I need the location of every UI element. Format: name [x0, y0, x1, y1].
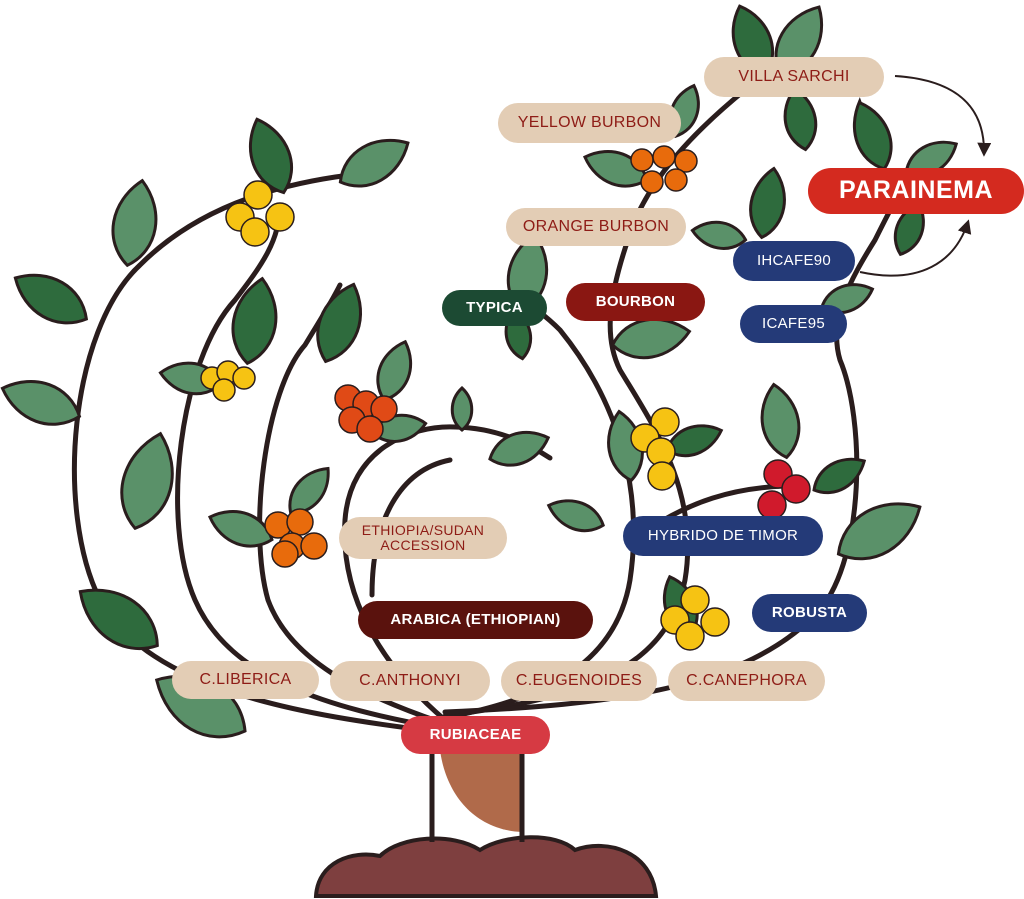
leaf	[231, 276, 278, 366]
label-icafe95: ICAFE95	[740, 305, 847, 343]
leaf	[376, 339, 413, 402]
label-c-eugenoides: C.EUGENOIDES	[501, 661, 657, 701]
berry-cluster-red	[757, 459, 811, 520]
stem-arabica	[342, 424, 553, 723]
leaf	[812, 457, 867, 495]
leaf	[207, 509, 274, 548]
leaf	[111, 178, 158, 268]
label-robusta: ROBUSTA	[752, 594, 867, 632]
berry-cluster-yellow-top	[225, 180, 295, 247]
leaf	[488, 430, 551, 467]
arrow-villa-to-parainema	[894, 75, 992, 157]
leaf	[783, 86, 818, 152]
leaf	[248, 117, 293, 195]
leaf	[450, 385, 474, 432]
label-c-canephora: C.CANEPHORA	[668, 661, 825, 701]
label-rubiaceae: RUBIACEAE	[401, 716, 550, 754]
label-hybrido-de-timor: HYBRIDO DE TIMOR	[623, 516, 823, 556]
berry-cluster-orange-bottom	[264, 508, 328, 568]
stem-ethiopia	[369, 457, 453, 598]
label-c-anthonyi: C.ANTHONYI	[330, 661, 490, 701]
stem-typica	[442, 297, 637, 721]
leaf	[0, 379, 82, 426]
leaf	[836, 502, 922, 561]
leaf	[120, 431, 174, 531]
label-ihcafe90: IHCAFE90	[733, 241, 855, 281]
leaf	[13, 273, 89, 325]
berry-cluster-yellow-bottom	[660, 585, 730, 651]
label-typica: TYPICA	[442, 290, 547, 326]
leaf	[546, 499, 605, 533]
leaf	[760, 382, 801, 460]
label-arabica-ethiopian: ARABICA (ETHIOPIAN)	[358, 601, 593, 639]
leaf	[852, 97, 893, 171]
label-villa-sarchi: VILLA SARCHI	[704, 57, 884, 97]
trunk	[440, 750, 522, 832]
leaf	[893, 201, 925, 257]
label-parainema: PARAINEMA	[808, 168, 1024, 214]
label-ethiopia-sudan: ETHIOPIA/SUDAN ACCESSION	[339, 517, 507, 559]
berry-cluster-orange-top	[630, 145, 698, 194]
leaf	[690, 220, 748, 250]
label-c-liberica: C.LIBERICA	[172, 661, 319, 699]
leaf	[78, 588, 159, 651]
leaf	[749, 166, 786, 240]
label-orange-burbon: ORANGE BURBON	[506, 208, 686, 246]
arrow-ihcafe-to-parainema	[859, 219, 972, 277]
soil-mound	[313, 835, 659, 898]
berry-cluster-yellow-left	[200, 360, 256, 402]
berry-cluster-redorange	[334, 384, 398, 443]
leaf	[338, 138, 410, 188]
label-bourbon: BOURBON	[566, 283, 705, 321]
leaf	[316, 282, 363, 364]
stem-anthonyi	[175, 202, 443, 731]
berry-cluster-yellow-right	[630, 407, 680, 491]
label-yellow-burbon: YELLOW BURBON	[498, 103, 681, 143]
